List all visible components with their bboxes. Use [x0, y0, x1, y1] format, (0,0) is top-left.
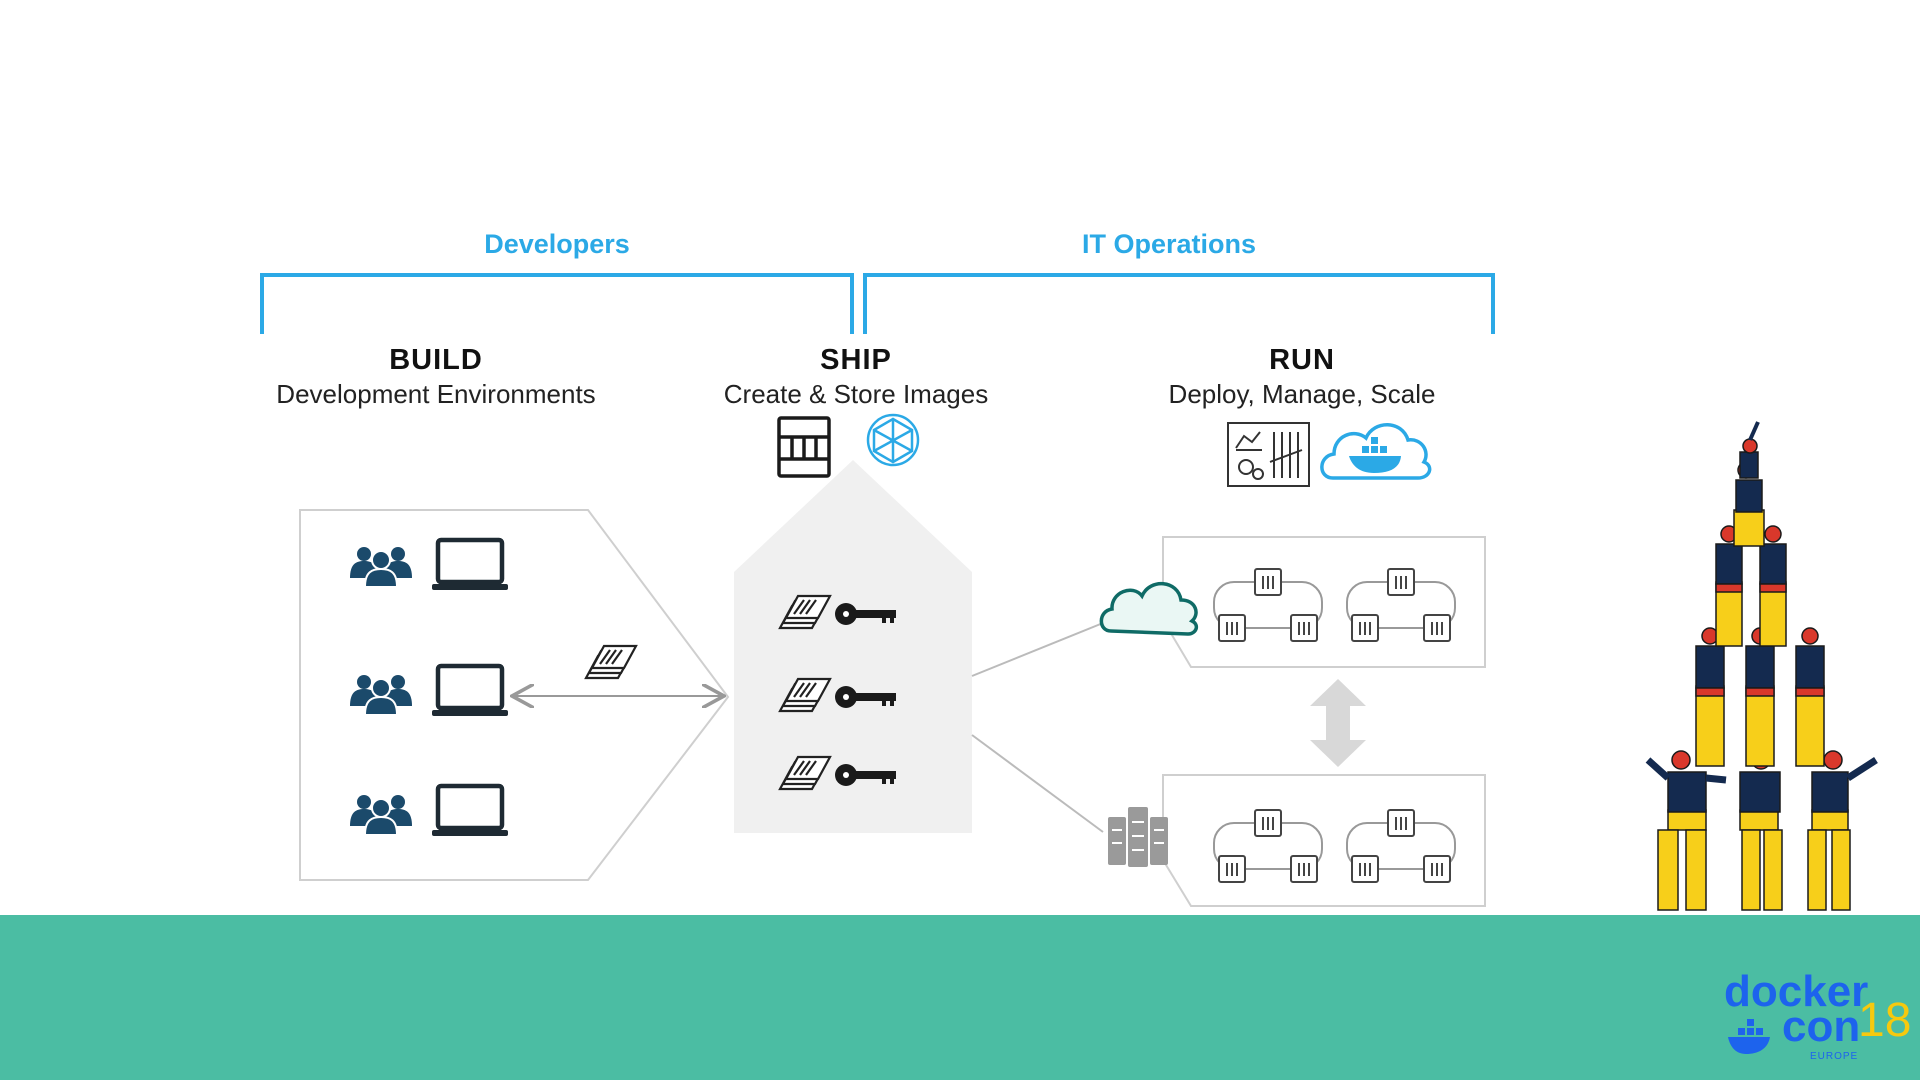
registry-rack-icon — [779, 418, 829, 476]
ship-datacenter-connector — [972, 735, 1103, 832]
casteller-figure — [1740, 751, 1782, 910]
casteller-figure — [1696, 628, 1724, 766]
scale-double-arrow — [1310, 679, 1366, 767]
casteller-figure — [1808, 751, 1876, 910]
logo-region-text: EUROPE — [1810, 1051, 1858, 1062]
cloud-deploy-panel — [1163, 537, 1485, 667]
control-panel-icon — [1228, 423, 1309, 486]
dockercon-logo: docker con 18 EUROPE — [1722, 975, 1912, 1070]
docker-cloud-icon — [1322, 425, 1430, 478]
trust-badge-icon — [868, 415, 918, 465]
server-rack-icon — [1108, 807, 1168, 867]
datacenter-deploy-panel — [1163, 775, 1485, 906]
casteller-figure — [1796, 628, 1824, 766]
footer-band — [0, 915, 1920, 1080]
logo-con-text: con — [1782, 1002, 1860, 1052]
casteller-figure — [1648, 751, 1726, 910]
ship-cloud-connector — [972, 623, 1103, 676]
logo-year-text: 18 — [1858, 993, 1911, 1048]
whale-icon — [1726, 1017, 1776, 1057]
human-tower-illustration — [1640, 420, 1900, 940]
casteller-figure — [1740, 422, 1758, 478]
casteller-figure — [1746, 628, 1774, 766]
